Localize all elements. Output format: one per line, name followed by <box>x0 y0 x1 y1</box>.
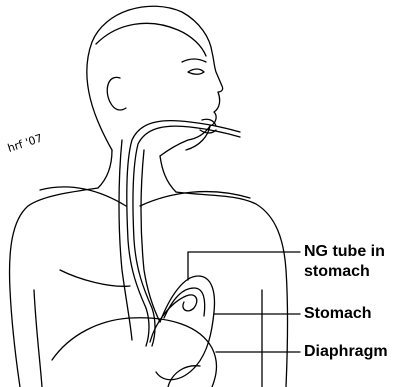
ng-tube-leader <box>188 252 300 280</box>
stomach-outline <box>156 276 214 380</box>
eyebrow <box>182 59 206 62</box>
label-ng-tube-line1: NG tube in <box>304 242 385 261</box>
label-diaphragm: Diaphragm <box>304 342 388 361</box>
esophagus-right-wall <box>141 150 160 322</box>
chest-line <box>60 270 130 286</box>
label-stomach: Stomach <box>304 304 372 323</box>
esophagus-left-wall <box>119 140 132 340</box>
arm-left <box>34 290 42 387</box>
label-ng-tube-line2: stomach <box>304 262 370 281</box>
head-outline <box>87 6 223 156</box>
eye <box>188 69 204 74</box>
neck-back <box>98 150 112 188</box>
ear <box>107 77 126 110</box>
hair-line <box>96 23 206 56</box>
diaphragm-curve <box>52 318 217 387</box>
stomach-inner <box>164 288 205 318</box>
shoulder-right <box>176 192 288 387</box>
ng-tube-inner <box>133 126 240 346</box>
neck-front <box>160 156 176 192</box>
